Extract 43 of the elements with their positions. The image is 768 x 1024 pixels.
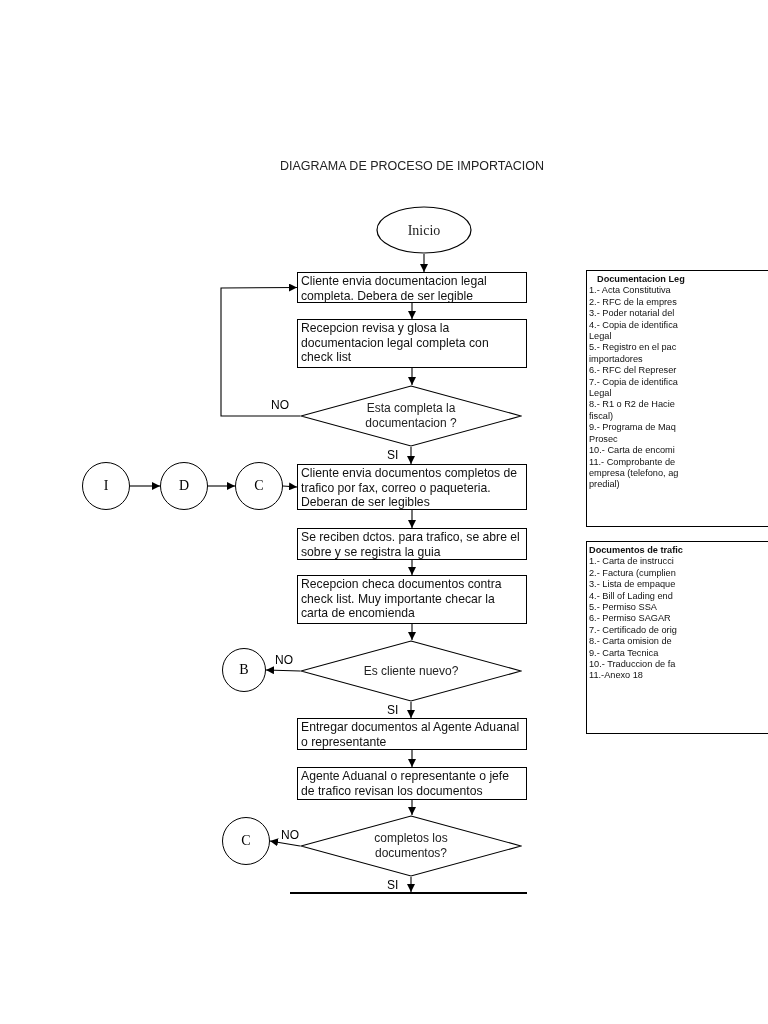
horizontal-line — [290, 892, 527, 894]
node-text: Inicio — [407, 222, 441, 238]
edge-label: NO — [270, 399, 290, 412]
edge-label: SI — [386, 879, 400, 892]
arrow — [129, 482, 161, 490]
connector-circle: C — [235, 462, 283, 510]
connector-circle: I — [82, 462, 130, 510]
arrow — [408, 302, 416, 320]
document-list-box: Documentacion Leg 1.- Acta Constitutiva 2.- RFC de la empres 3.- Poder notarial del 4.- Copia de identifica Legal 5.- Registro en el pac importadores 6.- RFC del Represer 7.- Copia de identifica Legal 8.- R1 o R2 de Hacie fiscal) 9.- Programa de Maq Prosec 10.- Carta de encomi 11.- Comprobante de empresa (telefono, ag predial) — [586, 270, 768, 527]
connector-circle: C — [222, 817, 270, 865]
arrow — [282, 482, 298, 491]
arrow — [407, 876, 415, 893]
arrow — [408, 559, 416, 576]
arrow — [408, 367, 416, 386]
arrow — [408, 509, 416, 529]
process-box: Entregar documentos al Agente Aduanal o representante — [297, 718, 527, 750]
arrow — [407, 701, 415, 719]
process-box: Se reciben dctos. para trafico, se abre el sobre y se registra la guia — [297, 528, 527, 560]
arrow — [269, 838, 301, 847]
arrow — [408, 749, 416, 768]
edge-label: NO — [280, 829, 300, 842]
edge-label: SI — [386, 449, 400, 462]
process-box: Recepcion checa documentos contra check list. Muy importante checar la carta de encomienda — [297, 575, 527, 624]
arrow — [207, 482, 236, 490]
diagram-title: DIAGRAMA DE PROCESO DE IMPORTACION — [278, 159, 546, 173]
arrow — [408, 799, 416, 816]
node-text: completos los documentos? — [373, 831, 449, 861]
document-list-box: Documentos de trafic 1.- Carta de instrucci 2.- Factura (cumplien 3.- Lista de empaque 4.- Bill of Lading end 5.- Permiso SSA 6.- Permiso SAGAR 7.- Certificado de orig 8.- Carta omision de 9.- Carta Tecnica 10.- Traduccion de fa 11.-Anexo 18 — [586, 541, 768, 734]
process-box: Cliente envia documentos completos de trafico por fax, correo o paqueteria. Deberan de ser legibles — [297, 464, 527, 510]
arrow — [265, 666, 301, 675]
connector-circle: D — [160, 462, 208, 510]
edge-label: SI — [386, 704, 400, 717]
arrow — [408, 623, 416, 641]
arrow — [407, 446, 415, 465]
arrow — [220, 283, 301, 417]
process-box: Agente Aduanal o representante o jefe de trafico revisan los documentos — [297, 767, 527, 800]
process-box: Recepcion revisa y glosa la documentacion legal completa con check list — [297, 319, 527, 368]
node-text: Esta completa la documentacion ? — [364, 401, 458, 431]
connector-circle: B — [222, 648, 266, 692]
process-box: Cliente envia documentacion legal completa. Debera de ser legible — [297, 272, 527, 303]
node-text: Es cliente nuevo? — [363, 663, 459, 679]
edge-label: NO — [274, 654, 294, 667]
arrow — [420, 253, 428, 273]
